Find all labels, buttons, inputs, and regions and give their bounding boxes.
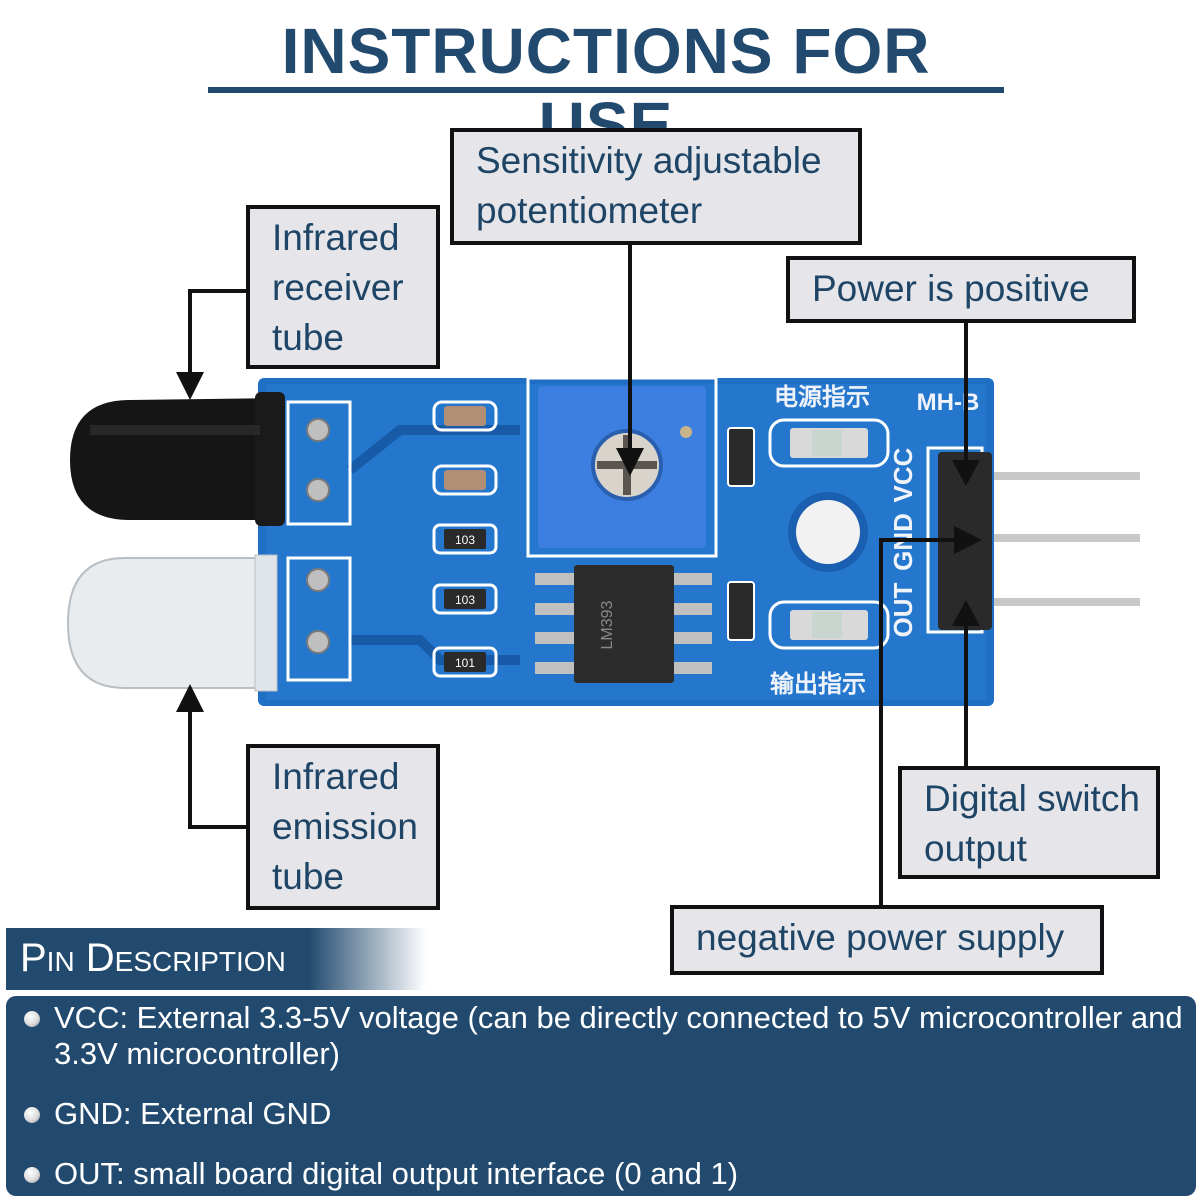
pin-description-panel: VCC: External 3.3-5V voltage (can be dir… (6, 996, 1196, 1196)
silk-out: OUT (888, 582, 918, 637)
svg-text:103: 103 (455, 533, 475, 547)
output-led (768, 600, 890, 650)
lm393-chip: LM393 (535, 565, 712, 683)
sensor-board-illustration: 103 103 101 LM393 (66, 245, 1140, 908)
callout-negative-power: negative power supply (670, 905, 1104, 975)
callout-emission: Infrared emission tube (246, 744, 440, 910)
arrow-potentiometer (616, 448, 644, 476)
arrow-receiver (176, 372, 204, 400)
silk-vcc: VCC (888, 447, 918, 502)
ir-receiver-tube (70, 392, 285, 526)
bullet-icon (24, 1107, 40, 1123)
svg-text:101: 101 (455, 656, 475, 670)
potentiometer (526, 376, 718, 558)
pin-description-title: Pin Description (20, 936, 286, 980)
smd-components: 103 103 101 (432, 400, 755, 678)
model-label: MH-B (917, 389, 980, 416)
pin-vcc (990, 472, 1140, 480)
arrow-emitter (176, 684, 204, 712)
callout-power-positive: Power is positive (786, 256, 1136, 323)
arrow-out (952, 600, 980, 626)
power-indicator-label: 电源指示 (774, 383, 870, 411)
output-indicator-label: 输出指示 (770, 670, 866, 698)
bullet-icon (24, 1167, 40, 1183)
page-title: INSTRUCTIONS FOR USE (281, 15, 931, 161)
pin-gnd (990, 534, 1140, 542)
callout-receiver: Infrared receiver tube (246, 205, 440, 369)
bullet-icon (24, 1011, 40, 1027)
pin-item-gnd: GND: External GND (24, 1096, 331, 1132)
callout-potentiometer: Sensitivity adjustable potentiometer (450, 128, 862, 245)
pin-description-heading: Pin Description (6, 928, 426, 990)
header-pins (990, 472, 1140, 606)
callout-digital-output: Digital switch output (898, 766, 1160, 879)
arrow-gnd (954, 526, 982, 554)
ir-emission-tube (66, 554, 278, 692)
pin-item-vcc: VCC: External 3.3-5V voltage (can be dir… (24, 1000, 1194, 1072)
pin-item-out: OUT: small board digital output interfac… (24, 1156, 738, 1192)
pin-out (990, 598, 1140, 606)
svg-text:103: 103 (455, 593, 475, 607)
power-led (768, 418, 890, 468)
svg-text:LM393: LM393 (599, 600, 616, 649)
title-underline (208, 87, 1004, 93)
arrow-vcc (952, 460, 980, 486)
